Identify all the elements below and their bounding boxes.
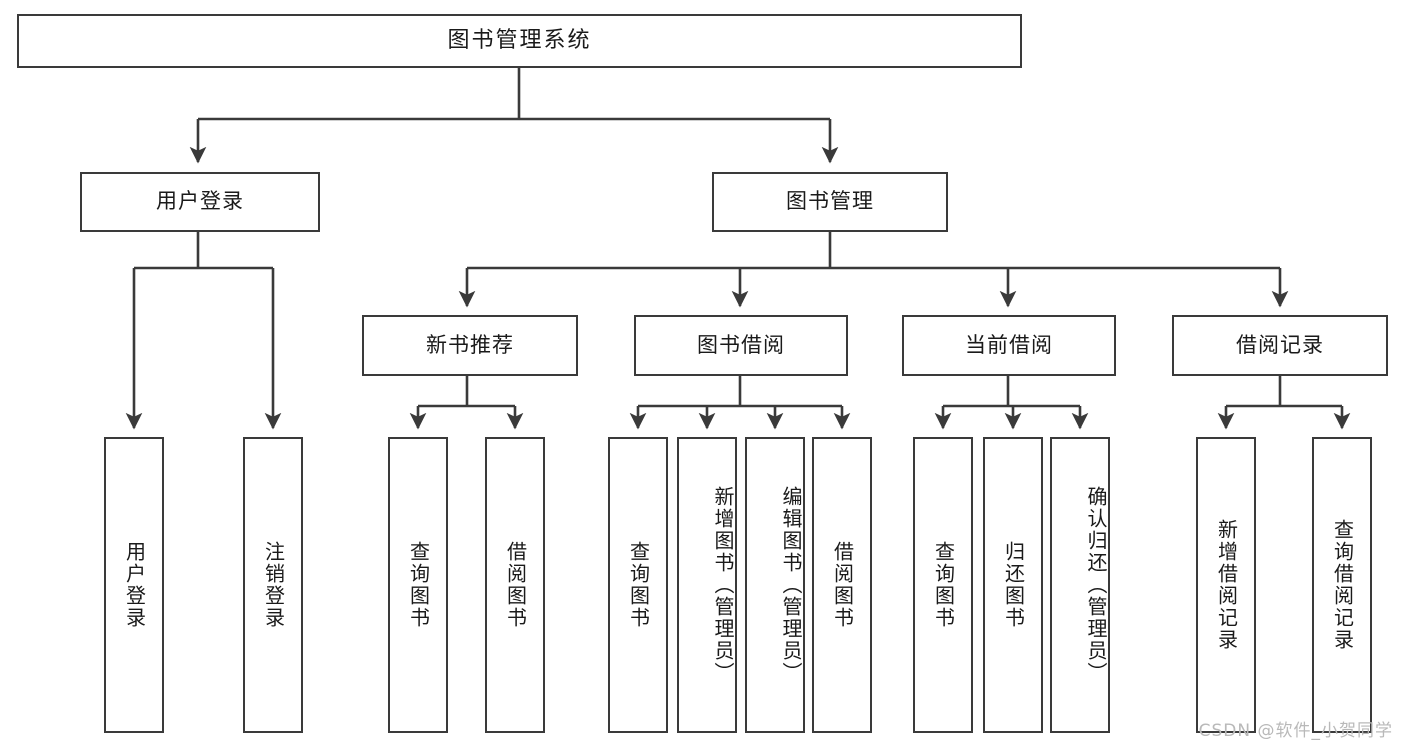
node-leaf-add-borrow-record[interactable]: 新增借阅记录	[1196, 437, 1256, 733]
node-leaf-edit-book-admin[interactable]: 编辑图书（管理员）	[745, 437, 805, 733]
csdn-watermark: CSDN @软件_小贺同学	[1198, 721, 1393, 741]
node-leaf-query-book-current[interactable]: 查询图书	[913, 437, 973, 733]
node-current-borrow[interactable]: 当前借阅	[902, 315, 1116, 376]
node-book-borrow[interactable]: 图书借阅	[634, 315, 848, 376]
node-user-login[interactable]: 用户登录	[80, 172, 320, 232]
node-leaf-query-book-recommend[interactable]: 查询图书	[388, 437, 448, 733]
node-borrow-record[interactable]: 借阅记录	[1172, 315, 1388, 376]
node-leaf-borrow-book[interactable]: 借阅图书	[812, 437, 872, 733]
node-book-management[interactable]: 图书管理	[712, 172, 948, 232]
node-leaf-logout-login[interactable]: 注销登录	[243, 437, 303, 733]
node-leaf-borrow-book-recommend[interactable]: 借阅图书	[485, 437, 545, 733]
node-leaf-confirm-return-admin[interactable]: 确认归还（管理员）	[1050, 437, 1110, 733]
node-new-book-recommend[interactable]: 新书推荐	[362, 315, 578, 376]
node-leaf-return-book[interactable]: 归还图书	[983, 437, 1043, 733]
node-leaf-query-borrow-record[interactable]: 查询借阅记录	[1312, 437, 1372, 733]
node-leaf-query-book-borrow[interactable]: 查询图书	[608, 437, 668, 733]
node-root-book-management-system[interactable]: 图书管理系统	[17, 14, 1022, 68]
node-leaf-add-book-admin[interactable]: 新增图书（管理员）	[677, 437, 737, 733]
node-leaf-user-login[interactable]: 用户登录	[104, 437, 164, 733]
